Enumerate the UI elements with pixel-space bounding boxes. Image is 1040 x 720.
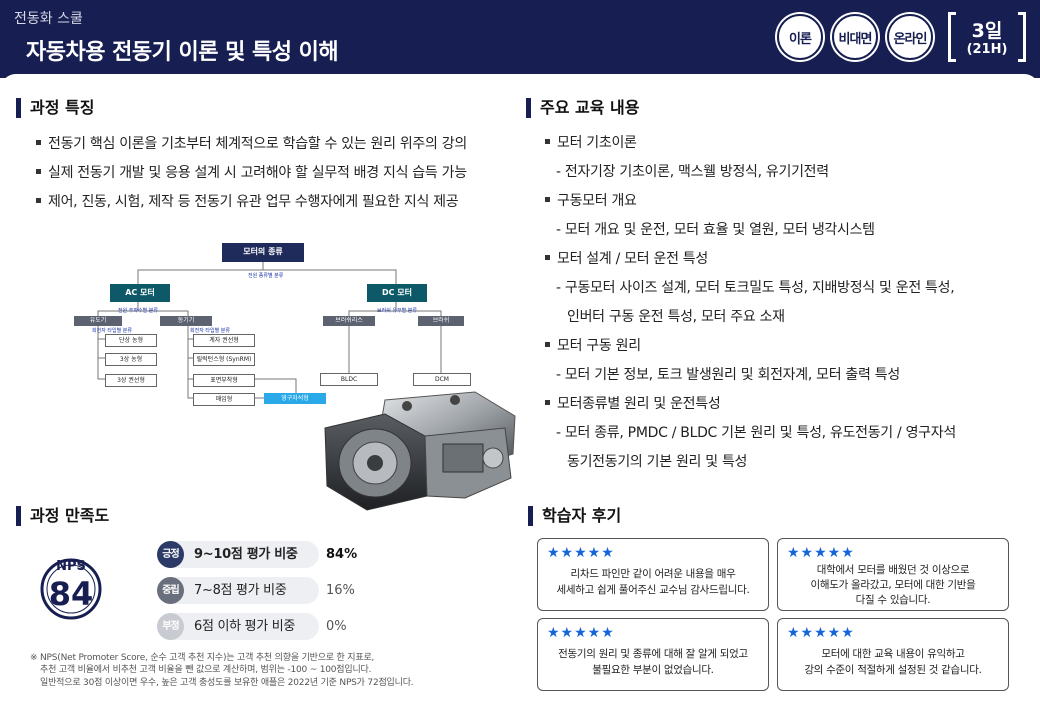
curriculum-topic: 모터종류별 원리 및 운전특성 (545, 394, 721, 414)
course-title: 자동차용 전동기 이론 및 특성 이해 (26, 40, 339, 65)
diagram-note: 회전자 타입별 분류 (92, 328, 132, 334)
feature-item: 실제 전동기 개발 및 응용 설계 시 고려해야 할 실무적 배경 지식 습득 … (36, 163, 467, 183)
nps-row-label: 6점 이하 평가 비중 (194, 619, 296, 634)
nps-tag-passive: 중립 (157, 577, 184, 604)
diagram-induction: 유도기 (74, 316, 122, 326)
drive-motor-image (324, 391, 516, 511)
bracket-right (1018, 12, 1026, 62)
bracket-left (948, 12, 956, 62)
nps-row-passive (157, 577, 319, 604)
diagram-connectors (97, 262, 442, 399)
diagram-leaf: 3상 권선형 (105, 374, 157, 387)
diagram-leaf: 3상 농형 (105, 353, 157, 366)
diagram-leaf: 매입형 (193, 393, 255, 406)
rating-stars: ★★★★★ (547, 625, 615, 641)
diagram-leaf: 계자 권선형 (193, 334, 255, 347)
diagram-leaf: DCM (413, 373, 471, 386)
nps-tag-promoter: 긍정 (157, 541, 184, 568)
diagram-brush: 브러쉬 (418, 316, 464, 326)
curriculum-topic: 구동모터 개요 (545, 191, 637, 211)
nps-footnote: ※ NPS(Net Promoter Score, 순수 고객 추천 지수)는 … (30, 653, 375, 663)
curriculum-detail: - 모터 기본 정보, 토크 발생원리 및 회전자계, 모터 출력 특성 (556, 367, 900, 383)
badge-online: 온라인 (887, 14, 933, 60)
badge-theory: 이론 (777, 14, 823, 60)
rating-stars: ★★★★★ (547, 545, 615, 561)
curriculum-detail: 동기전동기의 기본 원리 및 특성 (567, 454, 748, 470)
curriculum-detail: - 모터 개요 및 운전, 모터 효율 및 열원, 모터 냉각시스템 (556, 222, 875, 238)
course-category: 전동화 스쿨 (14, 11, 83, 27)
diagram-note: 회전자 타입별 분류 (190, 328, 230, 334)
diagram-root: 모터의 종류 (222, 243, 304, 262)
feature-item: 제어, 진동, 시험, 제작 등 전동기 유관 업무 수행자에게 필요한 지식 … (36, 192, 459, 212)
nps-label: NPS (56, 559, 86, 574)
diagram-dc-motor: DC 모터 (367, 284, 427, 302)
nps-footnote: 일반적으로 30점 이상이면 우수, 높은 고객 충성도를 보유한 애플은 20… (40, 678, 414, 688)
diagram-ac-motor: AC 모터 (110, 284, 170, 302)
curriculum-detail: - 구동모터 사이즈 설계, 모터 토크밀도 특성, 지배방정식 및 운전 특성… (556, 280, 955, 296)
nps-row-pct: 84% (326, 547, 358, 562)
diagram-leaf: 단상 농형 (105, 334, 157, 347)
nps-footnote: 추천 고객 비율에서 비추천 고객 비율을 뺀 값으로 계산하며, 범위는 -1… (40, 665, 372, 675)
diagram-leaf: 표면부착형 (193, 374, 255, 387)
curriculum-topic: 모터 설계 / 모터 운전 특성 (545, 249, 708, 269)
curriculum-topic: 모터 구동 원리 (545, 336, 641, 356)
feature-item: 전동기 핵심 이론을 기초부터 체계적으로 학습할 수 있는 원리 위주의 강의 (36, 134, 467, 154)
diagram-synchronous: 동기기 (160, 316, 212, 326)
nps-row-detractor (157, 613, 319, 640)
nps-row-pct: 0% (326, 619, 347, 634)
diagram-brushless: 브러쉬리스 (323, 316, 375, 326)
nps-row-promoter (157, 541, 319, 568)
header-banner: 전동화 스쿨 자동차용 전동기 이론 및 특성 이해 이론 비대면 온라인 3일… (0, 0, 1040, 78)
nps-row-pct: 16% (326, 583, 355, 598)
nps-badge (40, 558, 102, 620)
reviews-title: 학습자 후기 (528, 505, 621, 527)
curriculum-detail: - 전자기장 기초이론, 맥스웰 방정식, 유기기전력 (556, 164, 829, 180)
diagram-leaf: BLDC (320, 373, 378, 386)
rating-stars: ★★★★★ (787, 545, 855, 561)
duration-hours: (21H) (966, 42, 1008, 57)
diagram-leaf: 릴럭턴스형 (SynRM) (193, 353, 255, 366)
features-title: 과정 특징 (16, 97, 94, 119)
diagram-pm-motor: 영구자석형 (264, 393, 326, 404)
nps-value: 84 (48, 575, 94, 613)
nps-row-label: 9~10점 평가 비중 (194, 547, 298, 562)
duration-days: 3일 (971, 20, 1003, 42)
diagram-note: 전원 주파수별 분류 (118, 308, 158, 314)
nps-row-label: 7~8점 평가 비중 (194, 583, 287, 598)
curriculum-detail: - 모터 종류, PMDC / BLDC 기본 원리 및 특성, 유도전동기 /… (556, 425, 956, 441)
curriculum-detail: 인버터 구동 운전 특성, 모터 주요 소재 (567, 309, 785, 325)
diagram-note: 전원 종류별 분류 (248, 273, 284, 279)
satisfaction-title: 과정 만족도 (16, 505, 109, 527)
diagram-note: 브러쉬 유무별 분류 (377, 308, 417, 314)
curriculum-title: 주요 교육 내용 (526, 97, 639, 119)
nps-tag-detractor: 부정 (157, 613, 184, 640)
rating-stars: ★★★★★ (787, 625, 855, 641)
course-duration: 3일 (21H) (948, 12, 1026, 64)
badge-remote: 비대면 (832, 14, 878, 60)
content-panel (0, 74, 1040, 720)
curriculum-topic: 모터 기초이론 (545, 133, 637, 153)
